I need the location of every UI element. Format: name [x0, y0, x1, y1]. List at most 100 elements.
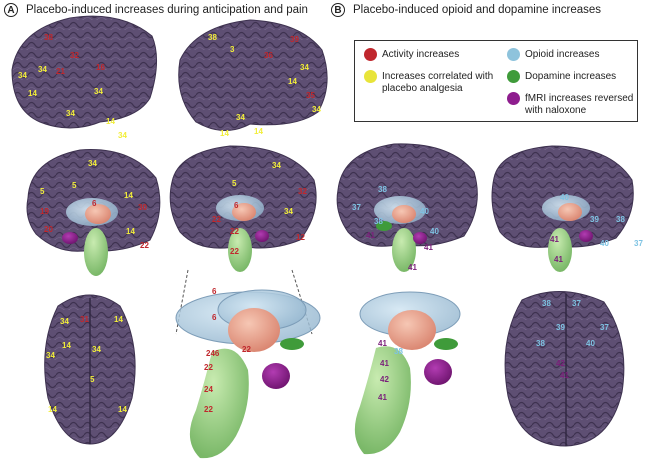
label: 6: [234, 201, 239, 210]
legend-label: Increases correlated with placebo analge…: [382, 71, 494, 94]
label: 5: [40, 187, 45, 196]
label: 38: [378, 185, 387, 194]
thalamus-b-zoom: [388, 310, 436, 350]
label: 22: [204, 405, 213, 414]
label: 39: [556, 323, 565, 332]
label: 12: [296, 233, 305, 242]
label: 31: [80, 315, 89, 324]
stem-b-zoom: [354, 346, 411, 455]
label: 22: [212, 215, 221, 224]
label: 14: [114, 315, 123, 324]
label: 37: [600, 323, 609, 332]
yellow-dot-icon: [364, 70, 377, 83]
label: 40: [586, 339, 595, 348]
thalamus-a-left: [85, 204, 111, 224]
panel-a-title: Placebo-induced increases during anticip…: [26, 4, 308, 16]
brain-lateral-left: [11, 15, 158, 129]
label: 41: [380, 359, 389, 368]
naloxone-blob-b-zoom: [424, 359, 452, 385]
legend-label: Activity increases: [382, 49, 460, 60]
label: 5: [90, 375, 95, 384]
labels-a-lateral-right: 38 3 36 39 34 14 35 34 34 14 14: [208, 33, 321, 138]
label: 5: [232, 179, 237, 188]
label: 34: [284, 207, 293, 216]
label: 32: [298, 187, 307, 196]
label: 21: [56, 67, 65, 76]
label: 37: [352, 203, 361, 212]
panel-a-letter: A: [4, 3, 18, 17]
legend-label: Opioid increases: [525, 49, 600, 60]
label: 14: [220, 129, 229, 138]
label: 22: [140, 241, 149, 250]
label: 34: [92, 345, 101, 354]
legend-item-opioid: Opioid increases: [507, 48, 635, 61]
legend-item-naloxone: fMRI increases reversed with naloxone: [507, 92, 635, 117]
label: 38: [208, 33, 217, 42]
label: 41: [378, 393, 387, 402]
label: 34: [66, 109, 75, 118]
label: 22: [230, 227, 239, 236]
legend-label: fMRI increases reversed with naloxone: [525, 93, 634, 116]
legend-label: Dopamine increases: [525, 71, 617, 82]
dopamine-blob-b-left: [376, 221, 392, 231]
purple-dot-icon: [507, 92, 520, 105]
label: 30: [138, 203, 147, 212]
label: 16: [96, 63, 105, 72]
label: 22: [242, 345, 251, 354]
naloxone-blob-a-left: [62, 232, 78, 244]
label: 41: [550, 235, 559, 244]
label: 14: [62, 341, 71, 350]
label: 41: [378, 339, 387, 348]
legend-item-activity: Activity increases: [364, 48, 496, 61]
label: 34: [272, 161, 281, 170]
labels-a-zoom: 6 6 22 24 22 246 22: [204, 287, 251, 414]
stem-a-right: [228, 228, 252, 272]
label: 40: [560, 193, 569, 202]
panel-b-title: Placebo-induced opioid and dopamine incr…: [353, 4, 602, 16]
label: 38: [536, 339, 545, 348]
panel-b-letter: B: [331, 3, 345, 17]
thalamus-b-right: [558, 203, 582, 221]
label: 22: [204, 363, 213, 372]
label: 38: [44, 33, 53, 42]
label: 24: [204, 385, 213, 394]
naloxone-blob-a-zoom: [262, 363, 290, 389]
legend: Activity increases Increases correlated …: [354, 40, 638, 122]
label: 41: [408, 263, 417, 272]
label: 19: [40, 207, 49, 216]
labels-a-medial-left: 34 5 5 14 6 14 30 22 19 20: [40, 159, 149, 250]
labels-b-zoom: 41 42 41 41 38: [378, 339, 403, 402]
label: 38: [616, 215, 625, 224]
label: 14: [126, 227, 135, 236]
label: 42: [380, 375, 389, 384]
naloxone-blob-b-left: [413, 232, 427, 244]
dopamine-blob-a-zoom: [280, 338, 304, 350]
label: 22: [230, 247, 239, 256]
label: 38: [542, 299, 551, 308]
label: 34: [300, 63, 309, 72]
label: 41: [560, 371, 569, 380]
legend-item-dopamine: Dopamine increases: [507, 70, 635, 83]
naloxone-blob-b-right: [579, 230, 593, 242]
thalamus-a-right: [232, 203, 256, 221]
label: 3: [230, 45, 235, 54]
label: 14: [28, 89, 37, 98]
label: 34: [38, 65, 47, 74]
label: 40: [430, 227, 439, 236]
stem-b-left: [392, 228, 416, 272]
label: 38: [374, 217, 383, 226]
label: 39: [590, 215, 599, 224]
green-dot-icon: [507, 70, 520, 83]
labels-a-axial: 34 31 14 34 14 5 34 14 14: [46, 315, 127, 414]
label: 6: [92, 199, 97, 208]
label: 246: [206, 349, 220, 358]
label: 39: [290, 35, 299, 44]
label: 34: [312, 105, 321, 114]
label: 38: [394, 347, 403, 356]
label: 34: [94, 87, 103, 96]
label: 14: [254, 127, 263, 136]
label: 14: [48, 405, 57, 414]
stem-a-left: [84, 228, 108, 276]
brain-lateral-right: [178, 19, 328, 131]
